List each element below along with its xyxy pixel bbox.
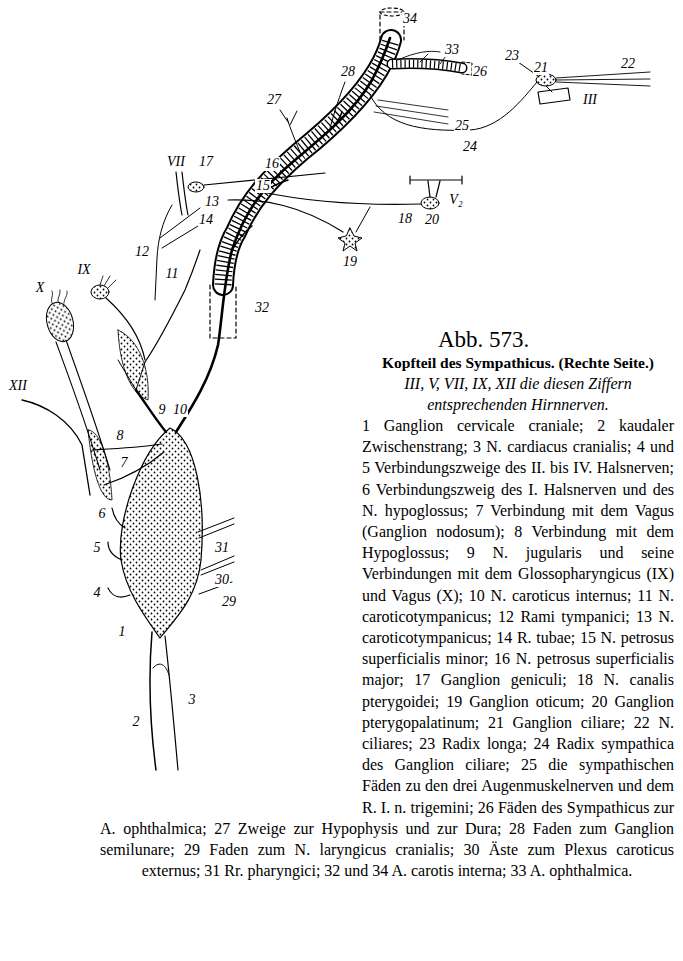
callout-number: 29 (221, 595, 237, 609)
callout-number: VII (166, 155, 186, 169)
callout-number: 33 (444, 43, 460, 57)
callout-number: 12 (134, 245, 150, 259)
callout-number: 10 (172, 403, 188, 417)
float-spacer (100, 415, 362, 817)
callout-number: 5 (93, 541, 102, 555)
callout-number: 9 (158, 403, 167, 417)
callout-number: 30 (214, 573, 230, 587)
callout-number: 1 (118, 625, 127, 639)
callout-number: 18 (397, 212, 413, 226)
callout-number: 21 (533, 61, 549, 75)
caption-note: III, V, VII, IX, XII die diesen Ziffern … (362, 373, 674, 415)
callout-number: 34 (402, 12, 418, 26)
callout-number: 32 (254, 301, 270, 315)
callout-number: 26 (472, 65, 488, 79)
callout-number: 8 (116, 429, 125, 443)
figure-title: Abb. 573. (438, 327, 529, 353)
callout-number: 28 (340, 65, 356, 79)
callout-number: 20 (424, 213, 440, 227)
callout-number: 2 (132, 715, 141, 729)
callout-number: 15 (255, 179, 271, 193)
callout-number: 7 (120, 456, 129, 470)
callout-number: 17 (198, 155, 214, 169)
callout-number: 11 (165, 267, 180, 281)
callout-number: 24 (462, 140, 478, 154)
callout-number: 25 (454, 119, 470, 133)
callout-number: 23 (504, 49, 520, 63)
callout-number: 16 (264, 157, 280, 171)
callout-number: 4 (93, 586, 102, 600)
callout-number: 13 (204, 195, 220, 209)
legend-text: 1 Ganglion cervicale craniale; 2 kaudale… (100, 417, 674, 879)
callout-number: 14 (198, 213, 214, 227)
figure-caption: Kopfteil des Sympathicus. (Rechte Seite.… (362, 352, 674, 373)
callout-number: V₂ (448, 193, 463, 207)
callout-number: 6 (98, 507, 107, 521)
callout-number: 19 (342, 255, 358, 269)
callout-number: 31 (214, 541, 230, 555)
callout-number: 3 (188, 693, 197, 707)
legend-block: 1 Ganglion cervicale craniale; 2 kaudale… (100, 415, 674, 881)
callout-number: 22 (620, 57, 636, 71)
callout-number: III (582, 93, 598, 107)
callout-number: 27 (266, 93, 282, 107)
callout-number: X (35, 281, 46, 295)
callout-number: IX (76, 263, 91, 277)
callout-number: XII (8, 379, 28, 393)
